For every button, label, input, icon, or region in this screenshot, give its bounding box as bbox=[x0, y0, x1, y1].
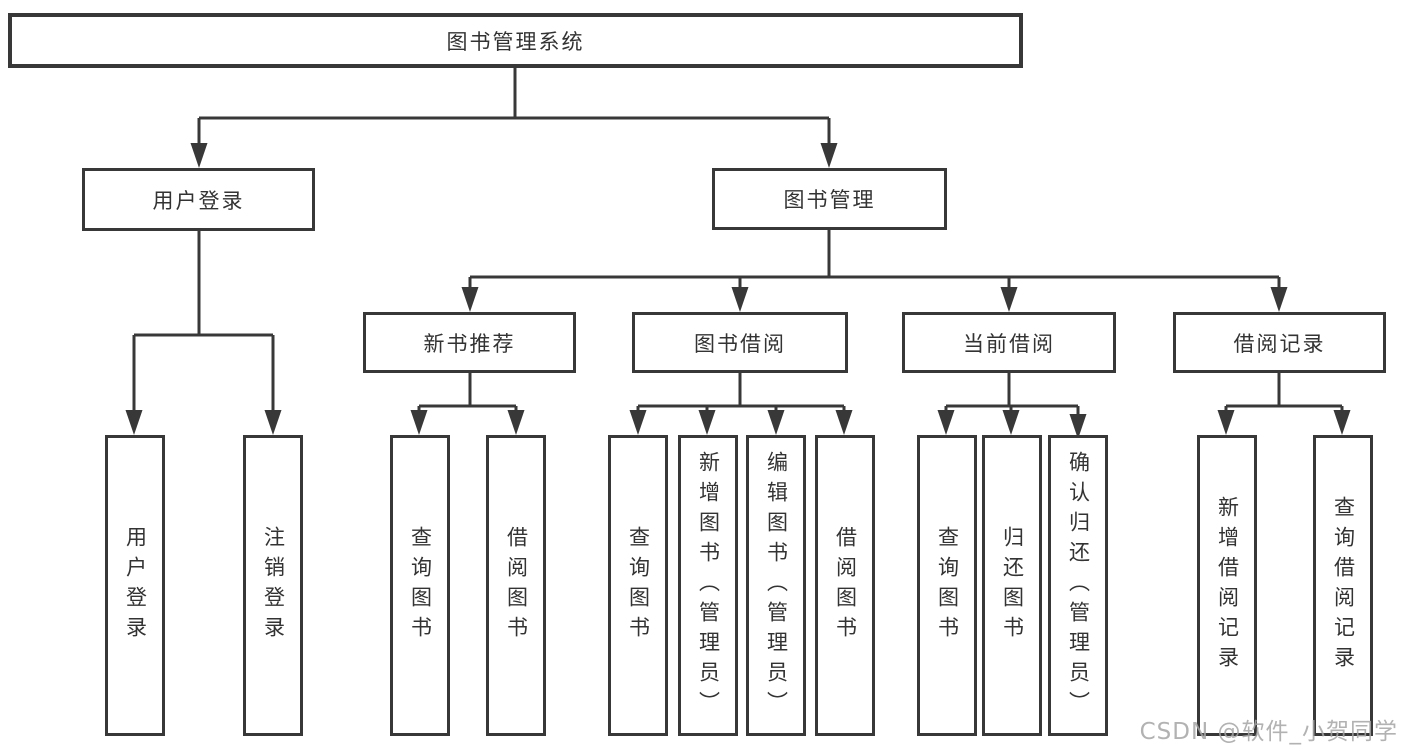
node-label: 图书管理 bbox=[783, 188, 876, 212]
arrow-icon bbox=[629, 410, 647, 435]
leaf-newbook-borrow-book: 借阅图书 bbox=[486, 435, 546, 736]
leaf-user-login: 用户登录 bbox=[105, 435, 165, 736]
arrow-icon bbox=[731, 287, 749, 312]
leaf-logout: 注销登录 bbox=[243, 435, 303, 736]
leaf-borrow-edit-book-admin: 编辑图书（管理员） bbox=[746, 435, 806, 736]
connector-currentborrow-split bbox=[944, 373, 1080, 417]
node-label: 借阅记录 bbox=[1233, 331, 1326, 356]
arrow-icon bbox=[820, 143, 838, 168]
node-user-login: 用户登录 bbox=[82, 168, 315, 231]
node-label: 图书管理系统 bbox=[446, 29, 585, 54]
leaf-newbook-query-book: 查询图书 bbox=[390, 435, 450, 736]
node-borrow-record: 借阅记录 bbox=[1173, 312, 1386, 373]
arrow-icon bbox=[1002, 410, 1020, 435]
arrow-icon bbox=[1000, 287, 1018, 312]
node-label: 查询图书 bbox=[935, 525, 960, 646]
leaf-current-confirm-return-admin: 确认归还（管理员） bbox=[1048, 435, 1108, 736]
arrow-icon bbox=[1333, 410, 1351, 435]
connector-bookborrow-split bbox=[636, 373, 846, 413]
node-label: 编辑图书（管理员） bbox=[764, 450, 789, 721]
arrow-icon bbox=[461, 287, 479, 312]
leaf-current-return-book: 归还图书 bbox=[982, 435, 1042, 736]
arrow-icon bbox=[1069, 414, 1087, 439]
node-book-borrow: 图书借阅 bbox=[632, 312, 848, 373]
arrow-icon bbox=[1270, 287, 1288, 312]
arrow-icon bbox=[190, 143, 208, 168]
node-label: 确认归还（管理员） bbox=[1066, 450, 1091, 721]
node-label: 图书借阅 bbox=[694, 331, 786, 356]
arrow-icon bbox=[835, 410, 853, 435]
leaf-record-query-borrow-record: 查询借阅记录 bbox=[1313, 435, 1373, 736]
connector-userlogin-split bbox=[132, 231, 275, 413]
node-label: 查询图书 bbox=[626, 525, 651, 646]
node-current-borrow: 当前借阅 bbox=[902, 312, 1116, 373]
leaf-current-query-book: 查询图书 bbox=[917, 435, 977, 736]
node-new-book-recommend: 新书推荐 bbox=[363, 312, 576, 373]
node-label: 注销登录 bbox=[261, 525, 286, 646]
leaf-record-add-borrow-record: 新增借阅记录 bbox=[1197, 435, 1257, 736]
arrow-icon bbox=[1217, 410, 1235, 435]
arrow-icon bbox=[937, 410, 955, 435]
arrow-icon bbox=[767, 410, 785, 435]
node-label: 查询图书 bbox=[408, 525, 433, 646]
node-label: 新增图书（管理员） bbox=[696, 450, 721, 721]
leaf-borrow-query-book: 查询图书 bbox=[608, 435, 668, 736]
arrow-icon bbox=[507, 410, 525, 435]
node-label: 归还图书 bbox=[1000, 525, 1025, 646]
arrow-icon bbox=[125, 410, 143, 435]
node-root-system: 图书管理系统 bbox=[8, 13, 1023, 68]
connector-borrowrecord-split bbox=[1224, 373, 1344, 413]
node-label: 新书推荐 bbox=[423, 331, 516, 356]
node-book-management: 图书管理 bbox=[712, 168, 947, 230]
leaf-borrow-add-book-admin: 新增图书（管理员） bbox=[678, 435, 738, 736]
node-label: 借阅图书 bbox=[504, 525, 529, 646]
node-label: 用户登录 bbox=[152, 188, 245, 213]
connector-root-split bbox=[197, 68, 831, 146]
arrow-icon bbox=[698, 410, 716, 435]
arrow-icon bbox=[264, 410, 282, 435]
arrow-icon bbox=[410, 410, 428, 435]
connector-newbook-split bbox=[417, 373, 518, 413]
node-label: 查询借阅记录 bbox=[1331, 495, 1356, 676]
node-label: 用户登录 bbox=[123, 525, 148, 646]
node-label: 借阅图书 bbox=[833, 525, 858, 646]
node-label: 当前借阅 bbox=[963, 331, 1055, 356]
node-label: 新增借阅记录 bbox=[1215, 495, 1240, 676]
leaf-borrow-borrow-book: 借阅图书 bbox=[815, 435, 875, 736]
arrowheads bbox=[125, 143, 1351, 439]
connector-bookmgmt-split bbox=[468, 230, 1281, 291]
